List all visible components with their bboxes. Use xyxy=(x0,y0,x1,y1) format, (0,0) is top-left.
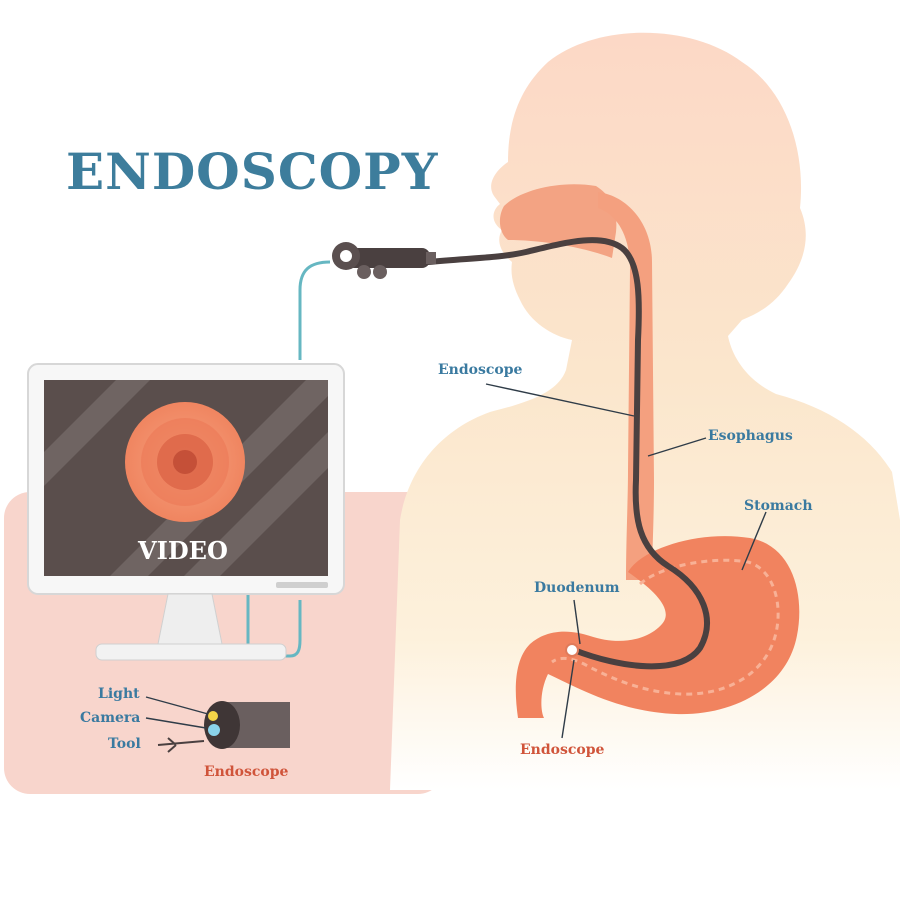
video-cable xyxy=(298,260,331,360)
tip-caption: Endoscope xyxy=(204,764,289,780)
tip-label-camera: Camera xyxy=(80,710,141,726)
video-monitor xyxy=(27,363,345,661)
label-duodenum: Duodenum xyxy=(534,580,620,596)
label-endoscope-lower: Endoscope xyxy=(520,742,605,758)
label-endoscope-upper: Endoscope xyxy=(438,362,523,378)
endoscope-handle xyxy=(332,242,436,279)
tip-label-light: Light xyxy=(98,686,140,702)
monitor-screen-text: VIDEO xyxy=(138,536,228,565)
endoscope-tube xyxy=(425,237,710,670)
label-esophagus: Esophagus xyxy=(708,428,793,444)
page-title: ENDOSCOPY xyxy=(66,142,439,201)
label-stomach: Stomach xyxy=(744,498,813,514)
leader-lines xyxy=(145,383,767,739)
stomach-organ xyxy=(515,536,800,718)
tip-detail-illustration xyxy=(157,701,290,753)
endoscope-tip xyxy=(565,643,579,657)
tip-label-tool: Tool xyxy=(108,736,141,752)
